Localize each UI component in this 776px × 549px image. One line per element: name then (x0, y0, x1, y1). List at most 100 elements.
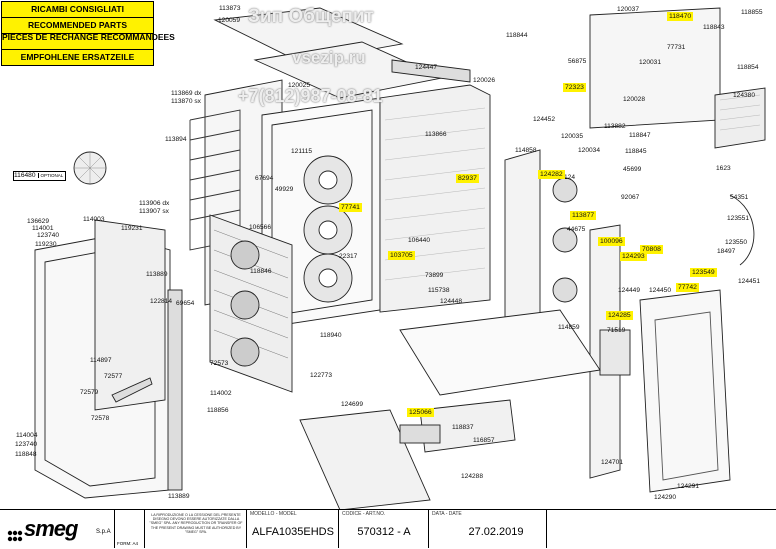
legend-line-fr: PIECES DE RECHANGE RECOMMANDEES (2, 33, 175, 50)
part-label: 118855 (741, 9, 763, 16)
part-label: 72577 (104, 373, 123, 380)
part-label: 114001 (32, 225, 54, 232)
control-board-125066 (399, 424, 441, 444)
part-label: 56875 (568, 58, 587, 65)
part-label: 124452 (533, 116, 556, 123)
optional-tag: OPTIONAL (37, 173, 66, 178)
date-value: 27.02.2019 (468, 526, 524, 538)
part-label: 72573 (210, 360, 229, 367)
door-handle (111, 377, 153, 403)
disclaimer-cell: LA RIPRODUZIONE O LA CESSIONE DEL PRESEN… (144, 510, 247, 548)
part-label: 124447 (415, 64, 438, 71)
rear-back-panel (589, 7, 721, 129)
recommended-part-label: 124285 (606, 311, 633, 320)
part-label: 120035 (561, 133, 584, 140)
right-side-cover (639, 289, 731, 493)
legend-line-it: RICAMBI CONSIGLIATI (2, 2, 153, 18)
form-label: FORM: A4 (117, 541, 139, 546)
door-frame (94, 219, 166, 411)
part-label: 113907 sx (139, 208, 169, 215)
code-heading: CODICE - ART.NO. (342, 511, 386, 517)
part-label: 124450 (649, 287, 672, 294)
model-value: ALFA1035EHDS (252, 526, 334, 538)
control-panel-front (299, 409, 431, 510)
exploded-parts-diagram (34, 7, 766, 510)
code-cell: CODICE - ART.NO. 570312 - A (338, 510, 429, 548)
part-label: 124288 (461, 473, 484, 480)
base-tray (399, 309, 601, 396)
part-label: 120034 (578, 147, 601, 154)
part-label: 113866 (425, 131, 447, 138)
part-label: 124449 (618, 287, 641, 294)
part-label: 114859 (558, 324, 580, 331)
part-label: 116857 (473, 437, 495, 444)
part-label: 124290 (654, 494, 677, 501)
part-label: 124451 (738, 278, 761, 285)
part-label: 120026 (473, 77, 496, 84)
part-label: 120059 (218, 17, 241, 24)
date-cell: DATA - DATE 27.02.2019 (428, 510, 547, 548)
part-label: 118844 (506, 32, 528, 39)
part-label: 122773 (310, 372, 333, 379)
model-cell: MODELLO - MODEL ALFA1035EHDS (246, 510, 339, 548)
blank-cell (546, 510, 776, 548)
recommended-part-label: 72323 (563, 83, 586, 92)
part-label: 1623 (716, 165, 731, 172)
part-label: 113889 (146, 271, 168, 278)
part-label: 113882 (604, 123, 626, 130)
part-label: 54351 (730, 194, 749, 201)
part-label: 120031 (639, 59, 662, 66)
rear-top-frame (391, 59, 471, 83)
part-label: 18497 (717, 248, 736, 255)
part-label: 114002 (210, 390, 232, 397)
part-label: 114858 (515, 147, 537, 154)
recommended-part-label: 103705 (388, 251, 415, 260)
logo-mark-icon (6, 523, 24, 542)
recommended-part-label: 123549 (690, 268, 717, 277)
watermark-phone: +7(812)987-08-81 (238, 86, 383, 106)
control-box (599, 329, 631, 376)
motor-103124 (552, 177, 578, 203)
recommended-part-label: 125066 (407, 408, 434, 417)
part-label: 124448 (440, 298, 463, 305)
recommended-parts-legend: RICAMBI CONSIGLIATI RECOMMENDED PARTS PI… (1, 1, 175, 66)
part-label: 124701 (601, 459, 624, 466)
recommended-part-label: 100096 (598, 237, 625, 246)
part-label: 124291 (677, 483, 700, 490)
part-label: 113894 (165, 136, 187, 143)
recommended-part-label: 118470 (667, 12, 694, 21)
recommended-part-label: 113877 (570, 211, 597, 220)
part-label: 45699 (623, 166, 642, 173)
part-label: 44675 (567, 226, 586, 233)
part-label: 136629 (27, 218, 50, 225)
watermark-site: vsezip.ru (292, 48, 366, 67)
part-label: 119230 (35, 241, 57, 248)
part-label: 120037 (617, 6, 640, 13)
convection-fans (303, 155, 353, 303)
filter-124380 (714, 87, 766, 149)
part-label: 123551 (727, 215, 750, 222)
title-block: smeg S.p.A FORM: A4 LA RIPRODUZIONE O LA… (0, 509, 776, 549)
recommended-part-label: 70808 (640, 245, 663, 254)
part-label: 118843 (703, 24, 725, 31)
part-label: 118837 (452, 424, 474, 431)
part-label: 73899 (425, 272, 444, 279)
part-label: 77731 (667, 44, 686, 51)
part-label: 123740 (15, 441, 38, 448)
part-label: 118940 (320, 332, 342, 339)
part-label: 113870 sx (171, 98, 201, 105)
part-label: 67694 (255, 175, 274, 182)
recommended-part-label: 82937 (456, 174, 479, 183)
part-label: 72579 (80, 389, 99, 396)
part-label: 72578 (91, 415, 110, 422)
recommended-part-label: 124293 (620, 252, 647, 261)
part-label: 118847 (629, 132, 651, 139)
recommended-part-label: 77742 (676, 283, 699, 292)
part-label: 22317 (339, 253, 358, 260)
part-label: 124699 (341, 401, 364, 408)
part-label: 123740 (37, 232, 60, 239)
part-label: 92067 (621, 194, 640, 201)
part-label: 124380 (733, 92, 756, 99)
